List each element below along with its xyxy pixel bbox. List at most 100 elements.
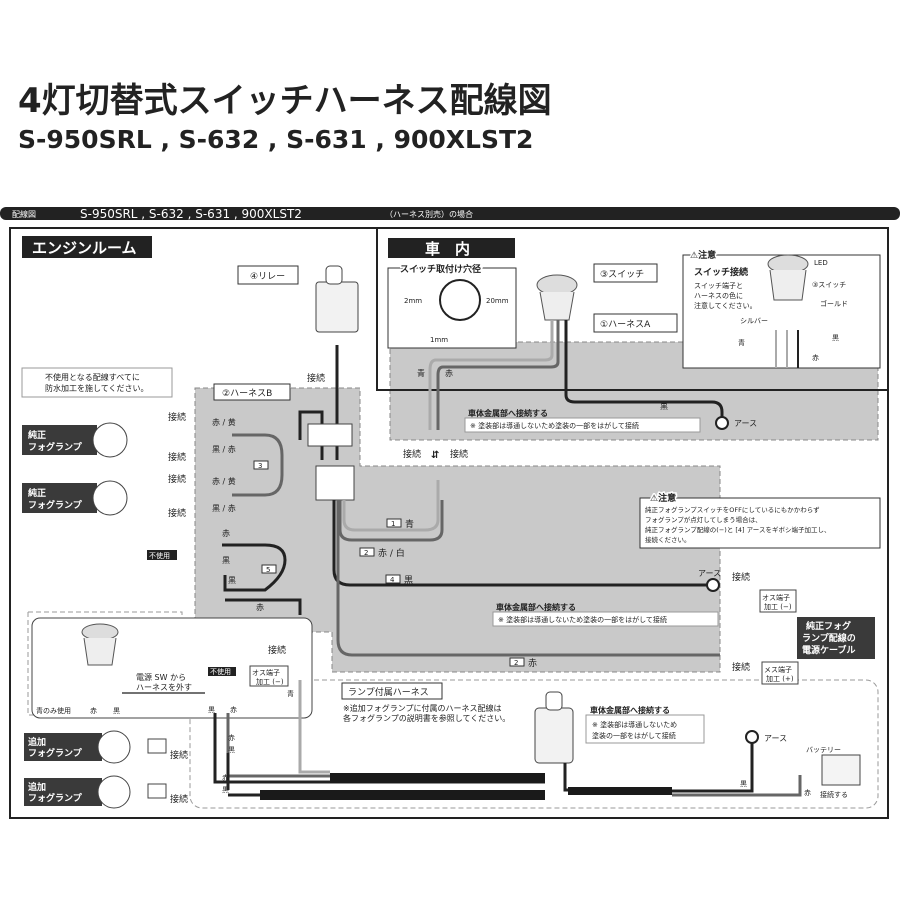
female-terminal-label: 加工 (+): [766, 674, 794, 683]
wire-label: 黒: [228, 576, 236, 585]
ground-note-title: 車体金属部へ接続する: [590, 705, 670, 715]
connect-label: 接続: [170, 793, 188, 805]
male-terminal-label: 加工 (−): [764, 602, 792, 611]
oem-fog-label: フォグランプ: [28, 499, 83, 511]
caution-wires: [775, 330, 788, 368]
additional-fog-lamp-1: 追加 フォグランプ: [24, 730, 167, 764]
wire-2: [338, 500, 444, 542]
page-subtitle: S-950SRL , S-632 , S-631 , 900XLST2: [18, 125, 533, 154]
additional-fog-lamp-2: 追加 フォグランプ: [24, 775, 167, 809]
label-blue: 青: [287, 689, 294, 698]
harness-a-label: ①ハーネスA: [600, 319, 651, 330]
wire-number-3: 3: [258, 462, 262, 470]
male-terminal-label: オス端子: [762, 593, 790, 602]
fog-caution-text: 純正フォグランプスイッチをOFFにしているにもかかわらず: [645, 505, 820, 514]
connect-label: 接続: [732, 571, 750, 583]
add-fog-label: フォグランプ: [28, 747, 83, 759]
dim-2mm: 2mm: [404, 297, 422, 305]
lamp-harness-label: ランプ付属ハーネス: [348, 687, 429, 698]
label-blue: 青: [417, 368, 425, 378]
wire-3: [232, 433, 284, 497]
ground-note-box: [492, 611, 719, 627]
harness-b-label: ②ハーネスB: [222, 388, 272, 399]
switch-hole-icon: [439, 279, 481, 321]
bar-suffix: （ハーネス別売）の場合: [385, 209, 473, 219]
caution-text: ハーネスの色に: [694, 291, 743, 300]
fog-caution-box: [639, 497, 881, 549]
wire-1: [342, 480, 440, 532]
ground-note-text: 塗装の一部をはがして接続: [592, 731, 676, 740]
lamp-relay-tab: [545, 691, 563, 711]
wire-number-box: [386, 518, 402, 528]
harness-sleeve: [260, 790, 545, 800]
switch-label-box: [593, 263, 658, 283]
hole-diameter-title: スイッチ取付け穴径: [400, 263, 481, 275]
unused-badge: [147, 550, 177, 560]
switch-caution-title: ⚠注意: [690, 249, 716, 261]
wire-5: [222, 543, 302, 615]
caution-text: 注意してください。: [694, 301, 757, 310]
page-title: 4灯切替式スイッチハーネス配線図: [18, 81, 552, 121]
oem-fog-label: フォグランプ: [28, 441, 83, 453]
ground-note-text: ※ 塗装部は導通しないため: [592, 720, 677, 729]
oem-fog-lamp-1: 純正 フォグランプ: [22, 422, 128, 458]
caution-blue: 青: [738, 338, 745, 347]
battery-connect-label: 接続する: [820, 790, 848, 799]
dim-20mm: 20mm: [486, 297, 509, 305]
wire-label: 赤: [256, 603, 264, 612]
switch-detail-label: ③スイッチ: [812, 281, 846, 289]
earth-label: アース: [764, 734, 787, 743]
lamp-harness-area: [189, 679, 879, 809]
connect-arrows-icon: ⇵: [431, 450, 439, 461]
switch-caution-sub: スイッチ接続: [694, 266, 748, 278]
connect-label: 接続: [732, 661, 750, 673]
connect-label: 接続: [450, 448, 468, 460]
lamp-switch-icon: [81, 623, 119, 641]
relay-label: ④リレー: [250, 272, 285, 282]
waterproof-note: 防水加工を施してください。: [45, 383, 149, 393]
harness-a-label-box: [593, 313, 678, 333]
battery-label: バッテリー: [806, 746, 841, 754]
connect-label: 接続: [168, 451, 186, 463]
lamp-wire-blue: [298, 680, 330, 774]
relay-label-box: [237, 265, 299, 285]
wire-number-box: [385, 574, 401, 584]
add-fog-label: フォグランプ: [28, 792, 83, 804]
earth-icon: [745, 730, 759, 744]
connect-label: 接続: [168, 473, 186, 485]
caution-text: スイッチ端子と: [694, 281, 743, 290]
ground-wire-black: [672, 742, 754, 793]
relay-tab: [325, 265, 343, 285]
label-black: 黒: [222, 786, 229, 794]
connect-label: 接続: [307, 372, 325, 384]
harness-connector: [315, 465, 355, 501]
wire-black: [564, 320, 724, 418]
blue-only-label: 青のみ使用: [36, 706, 71, 715]
waterproof-note-box: [21, 367, 173, 398]
male-terminal-label: 加工 (−): [256, 677, 284, 686]
lamp-switch-body: [83, 637, 117, 666]
cabin-label: 車 内: [425, 240, 470, 258]
power-sw-note: ハーネスを外す: [136, 682, 192, 692]
oem-fog-label: 純正: [28, 429, 46, 441]
fog-caution-text: 接続ください。: [645, 535, 691, 544]
wire-blue: [428, 320, 554, 430]
wire-4-label: 黒: [404, 575, 413, 586]
male-terminal-box: [759, 589, 797, 613]
connect-label: 接続: [268, 644, 286, 656]
wire-number-1: 1: [391, 520, 395, 528]
wire-label: 黒 / 赤: [212, 504, 236, 513]
wire-2-label: 赤 / 白: [378, 547, 405, 559]
label-red: 赤: [90, 707, 97, 715]
wire-number-box: [509, 657, 525, 667]
earth-label: アース: [698, 569, 721, 578]
wire-label: 赤 / 黄: [212, 417, 236, 427]
unused-label: 不使用: [149, 551, 170, 560]
engine-room-label: エンジンルーム: [32, 239, 137, 257]
label-red: 赤: [445, 369, 453, 378]
oem-power-cable-label: ランプ配線の: [802, 632, 856, 644]
caution-red: 赤: [812, 354, 819, 362]
battery-wire-red: [672, 775, 802, 797]
label-red: 赤: [230, 706, 237, 714]
